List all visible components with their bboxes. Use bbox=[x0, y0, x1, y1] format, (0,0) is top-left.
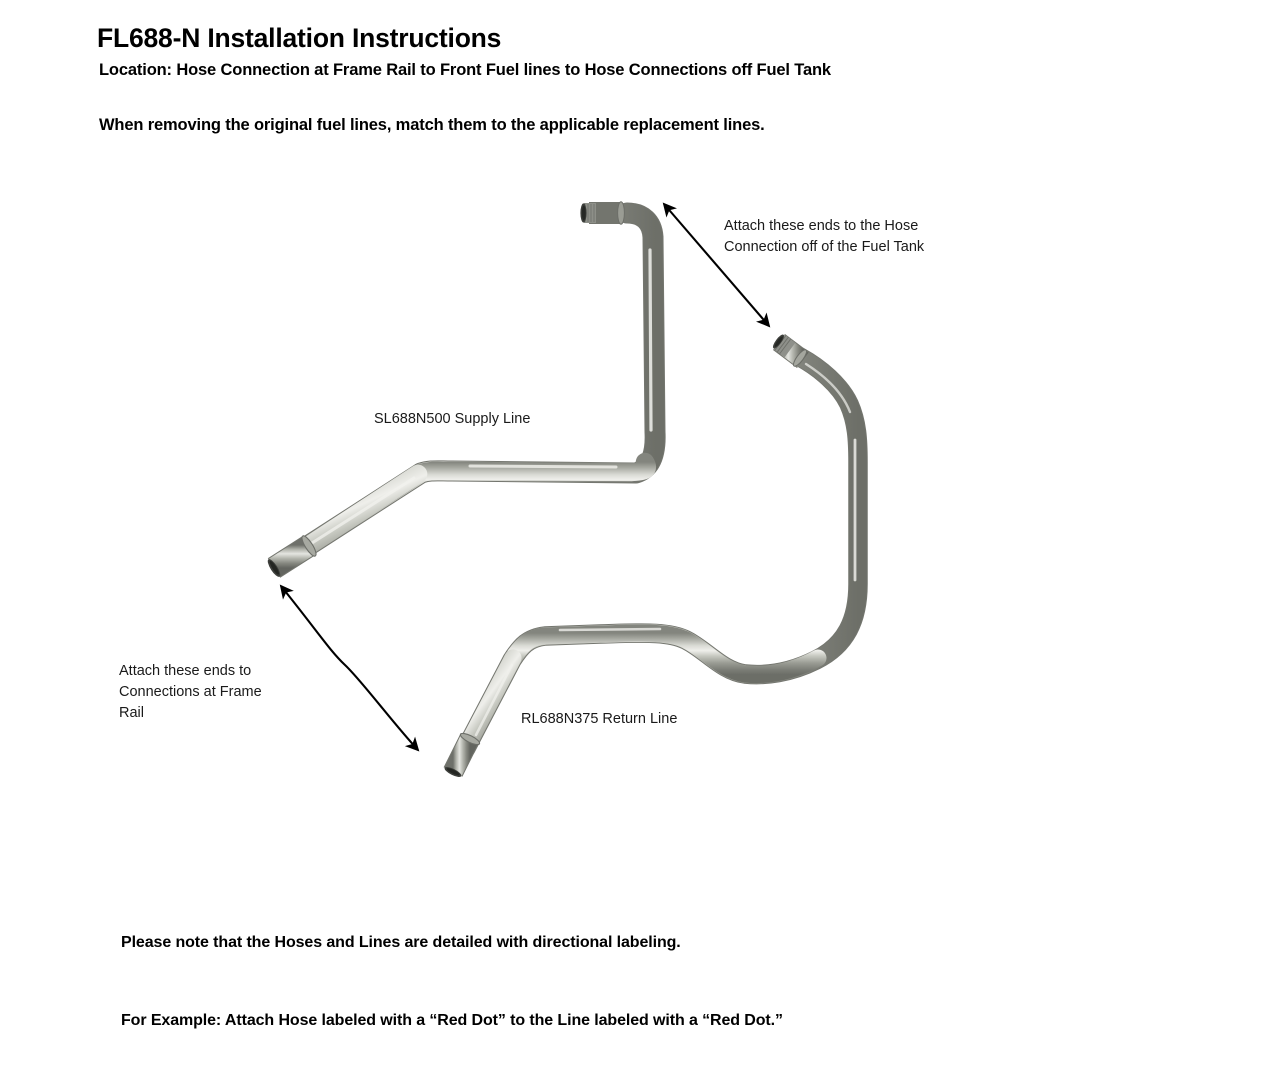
frame-rail-ends-arrow bbox=[279, 584, 420, 752]
supply-line-frame-end-fitting bbox=[267, 535, 317, 578]
location-subtitle: Location: Hose Connection at Frame Rail … bbox=[99, 61, 831, 79]
matching-instruction: When removing the original fuel lines, m… bbox=[99, 116, 765, 134]
supply-line-tube bbox=[267, 201, 666, 578]
supply-line-tank-end-fitting bbox=[580, 201, 625, 225]
instruction-sheet: FL688-N Installation Instructions Locati… bbox=[97, 23, 925, 1029]
page-title: FL688-N Installation Instructions bbox=[97, 23, 502, 53]
footer-note: Please note that the Hoses and Lines are… bbox=[121, 878, 783, 1086]
return-line-frame-end-fitting bbox=[443, 732, 481, 778]
return-line-tank-end-fitting bbox=[772, 334, 809, 368]
footer-line-2: For Example: Attach Hose labeled with a … bbox=[121, 1012, 783, 1029]
part-label-supply-line: SL688N500 Supply Line bbox=[374, 411, 531, 427]
part-label-return-line: RL688N375 Return Line bbox=[521, 711, 678, 727]
footer-line-1: Please note that the Hoses and Lines are… bbox=[121, 934, 681, 951]
annotation-frame-rail-ends: Attach these ends to Connections at Fram… bbox=[119, 663, 262, 721]
fuel-line-diagram bbox=[267, 201, 868, 778]
annotation-fuel-tank-ends: Attach these ends to the Hose Connection… bbox=[724, 218, 925, 255]
